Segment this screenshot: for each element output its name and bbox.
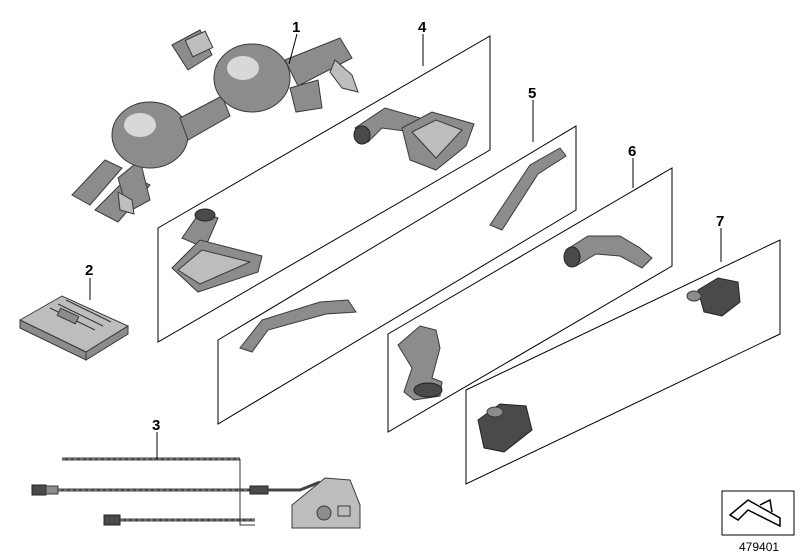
callout-7: 7: [716, 213, 724, 230]
kit-frame-5: [217, 125, 577, 425]
part-2-control-unit[interactable]: [18, 295, 130, 361]
part-1-rear-silencer[interactable]: [71, 29, 359, 223]
part-7-tailpipe-tip-right[interactable]: [686, 277, 741, 317]
part-5-bracket-right[interactable]: [489, 147, 567, 231]
part-6-pipe-elbow-left[interactable]: [397, 325, 443, 401]
part-4-tailpipe-trim-right[interactable]: [353, 107, 475, 171]
kit-frame-6: [387, 167, 673, 433]
part-7-tailpipe-tip-left[interactable]: [477, 403, 533, 453]
part-3-wiring-harness[interactable]: [31, 457, 361, 529]
arrow-symbol-icon: [721, 490, 795, 536]
callout-6: 6: [628, 143, 636, 160]
callout-1: 1: [292, 19, 300, 36]
callout-3: 3: [152, 417, 160, 434]
part-5-bracket-left[interactable]: [239, 299, 357, 353]
image-number: 479401: [739, 540, 779, 554]
callout-5: 5: [528, 85, 536, 102]
callout-4: 4: [418, 19, 427, 36]
callout-2: 2: [85, 262, 93, 279]
part-6-pipe-elbow-right[interactable]: [563, 235, 653, 269]
part-4-tailpipe-trim-left[interactable]: [171, 208, 263, 293]
